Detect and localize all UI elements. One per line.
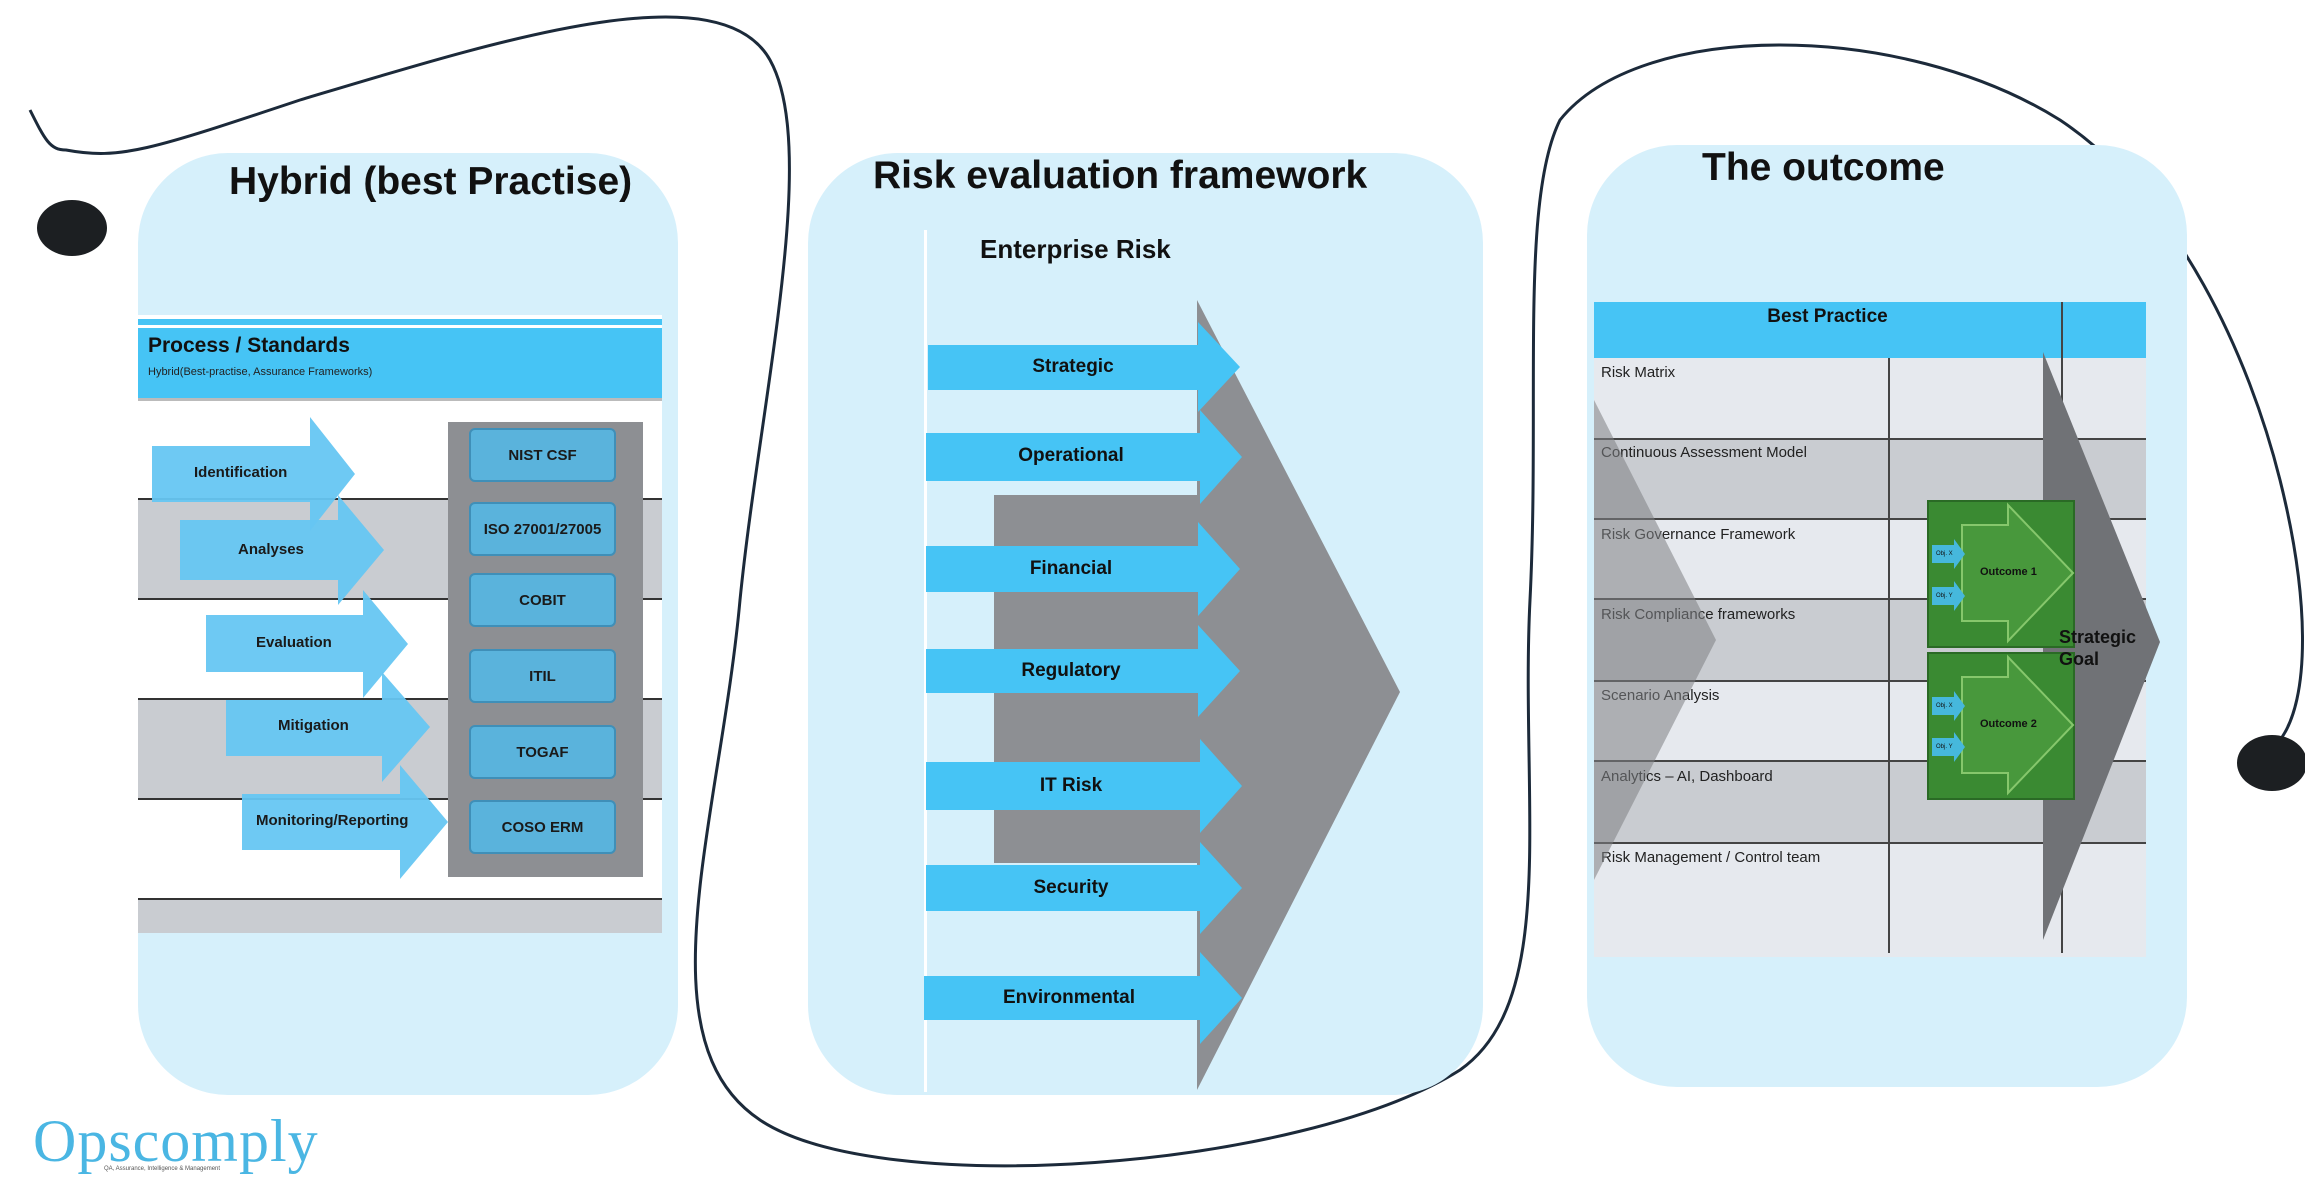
connector-end-dot bbox=[2237, 735, 2305, 791]
objective-tag bbox=[1932, 539, 1965, 569]
category-label-it-risk: IT Risk bbox=[1039, 775, 1103, 796]
divider bbox=[138, 898, 662, 900]
process-arrow bbox=[180, 495, 384, 605]
category-label-environmental: Environmental bbox=[1003, 987, 1135, 1008]
enterprise-risk-label: Enterprise Risk bbox=[980, 234, 1171, 264]
category-arrow bbox=[926, 522, 1240, 616]
divider bbox=[138, 598, 662, 600]
standard-box-coso: COSO ERM bbox=[469, 800, 616, 854]
connector-start-dot bbox=[37, 200, 107, 256]
objective-tag-label: Obj. Y bbox=[1936, 744, 1953, 750]
row-divider bbox=[1594, 438, 2146, 440]
category-label-financial: Financial bbox=[1029, 558, 1113, 579]
best-practice-row: Risk Matrix bbox=[1601, 364, 1676, 381]
process-step-label: Identification bbox=[194, 464, 288, 481]
row-divider bbox=[1594, 598, 2146, 600]
category-arrow bbox=[926, 625, 1240, 717]
process-standards-header: Process / Standards Hybrid(Best-practise… bbox=[138, 328, 662, 401]
row-divider bbox=[1594, 842, 2146, 844]
header-subtitle: Hybrid(Best-practise, Assurance Framewor… bbox=[148, 366, 373, 378]
framework-axis bbox=[924, 230, 927, 1092]
category-label-strategic: Strategic bbox=[1032, 356, 1114, 377]
process-band bbox=[138, 900, 662, 933]
category-arrow bbox=[926, 739, 1242, 833]
risk-framework-title: Risk evaluation framework bbox=[873, 154, 1368, 197]
best-practice-row: Risk Management / Control team bbox=[1601, 849, 1821, 866]
standard-box-cobit: COBIT bbox=[469, 573, 616, 627]
logo-tagline: QA, Assurance, Intelligence & Management bbox=[104, 1166, 221, 1172]
process-arrow bbox=[242, 765, 448, 879]
outcome-label-2: Outcome 2 bbox=[1980, 718, 2037, 730]
hybrid-panel-title: Hybrid (best Practise) bbox=[229, 160, 633, 203]
header-accent-line bbox=[138, 319, 662, 325]
row-divider bbox=[1594, 760, 2146, 762]
best-practice-header bbox=[1594, 302, 2146, 358]
standard-box-nist: NIST CSF bbox=[469, 428, 616, 482]
process-step-label: Analyses bbox=[238, 541, 304, 558]
process-arrow bbox=[152, 417, 355, 531]
objective-tag bbox=[1932, 691, 1965, 721]
category-label-security: Security bbox=[1033, 877, 1109, 898]
objective-tag-label: Obj. X bbox=[1936, 703, 1953, 709]
category-arrow bbox=[928, 322, 1240, 412]
best-practice-row: Continuous Assessment Model bbox=[1601, 444, 1807, 461]
column-divider bbox=[1888, 358, 1890, 953]
objective-tag bbox=[1932, 581, 1965, 611]
outcome-arrow bbox=[1961, 502, 2075, 644]
standard-box-iso: ISO 27001/27005 bbox=[469, 502, 616, 556]
outcome-label-1: Outcome 1 bbox=[1980, 566, 2037, 578]
process-arrow bbox=[226, 672, 430, 782]
objective-tag-label: Obj. Y bbox=[1936, 593, 1953, 599]
standard-box-itil: ITIL bbox=[469, 649, 616, 703]
outcome-panel-title: The outcome bbox=[1702, 146, 1945, 189]
category-arrow bbox=[924, 952, 1242, 1044]
big-chevron bbox=[1197, 300, 1400, 1090]
category-arrow bbox=[926, 410, 1242, 504]
process-step-label: Evaluation bbox=[256, 634, 332, 651]
process-step-label: Mitigation bbox=[278, 717, 349, 734]
left-chevron bbox=[1594, 400, 1716, 880]
outcome-arrow bbox=[1961, 654, 2075, 796]
objective-tag-label: Obj. X bbox=[1936, 551, 1953, 557]
process-arrow bbox=[206, 590, 408, 698]
category-label-operational: Operational bbox=[1018, 445, 1124, 466]
objective-tag bbox=[1932, 732, 1965, 762]
row-divider bbox=[1594, 518, 2146, 520]
row-divider bbox=[1594, 680, 2146, 682]
opscomply-logo: Opscomply bbox=[33, 1108, 319, 1174]
category-arrow bbox=[926, 842, 1242, 934]
strategic-goal-label: Strategic Goal bbox=[2059, 627, 2137, 669]
standard-box-togaf: TOGAF bbox=[469, 725, 616, 779]
best-practice-title: Best Practice bbox=[1767, 306, 1888, 327]
divider bbox=[138, 498, 662, 500]
category-label-regulatory: Regulatory bbox=[1021, 660, 1121, 681]
header-title: Process / Standards bbox=[148, 334, 350, 357]
process-step-label: Monitoring/Reporting bbox=[256, 812, 409, 829]
